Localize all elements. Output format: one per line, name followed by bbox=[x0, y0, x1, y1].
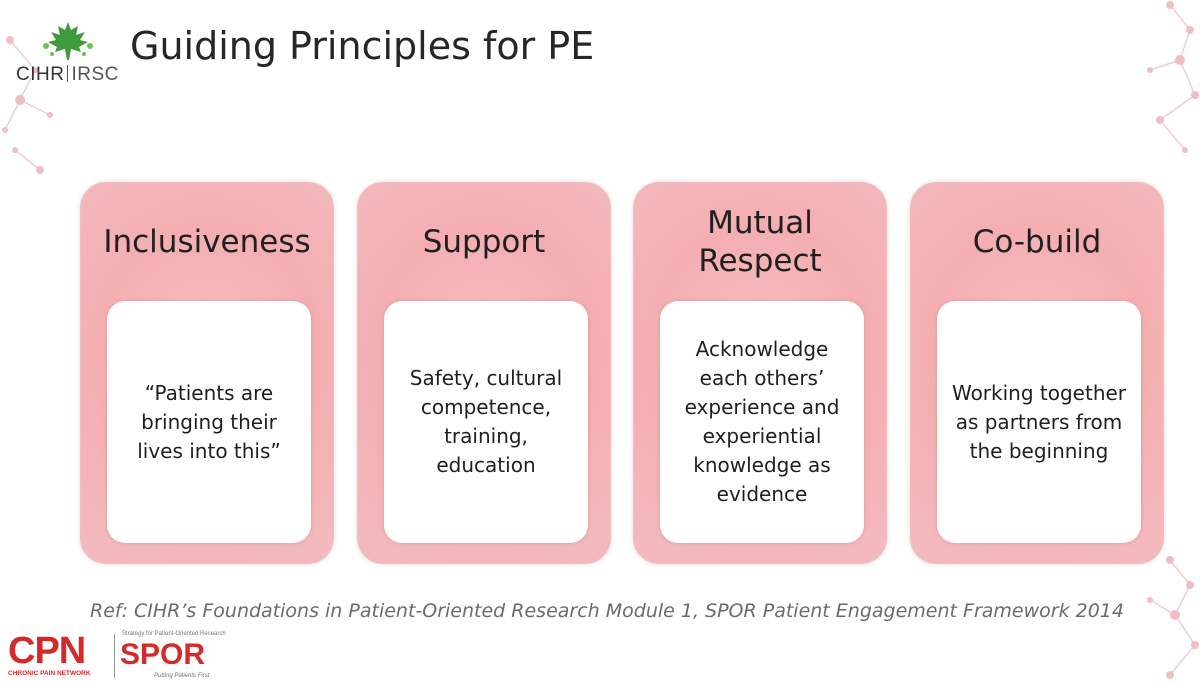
principle-description: Acknowledge each others’ experience and … bbox=[660, 301, 864, 543]
spor-tagline-bottom: Putting Patients First bbox=[154, 673, 210, 679]
principle-heading: Co-build bbox=[972, 224, 1102, 260]
cpn-spor-logo: CPN CHRONIC PAIN NETWORK Strategy for Pa… bbox=[4, 630, 234, 684]
reference-citation: Ref: CIHR’s Foundations in Patient-Orien… bbox=[90, 600, 1124, 622]
cihr-logo: CIHR IRSC bbox=[8, 20, 118, 85]
cpn-subtitle: CHRONIC PAIN NETWORK bbox=[8, 670, 91, 677]
principle-heading: Mutual Respect bbox=[698, 205, 822, 279]
molecule-pattern-left bbox=[2, 36, 53, 174]
logo-text-irsc: IRSC bbox=[71, 64, 119, 85]
molecule-pattern-right bbox=[1147, 1, 1199, 679]
principle-heading: Support bbox=[422, 224, 546, 260]
principle-description: “Patients are bringing their lives into … bbox=[107, 301, 311, 543]
cihr-logo-text: CIHR IRSC bbox=[16, 64, 119, 86]
principle-card-support: Support Safety, cultural competence, tra… bbox=[357, 182, 611, 564]
logo-text-cihr: CIHR bbox=[16, 64, 65, 85]
principle-heading: Inclusiveness bbox=[103, 224, 311, 260]
logo-divider bbox=[114, 634, 115, 678]
cpn-logo-text: CPN bbox=[8, 630, 86, 672]
principles-cards: Inclusiveness “Patients are bringing the… bbox=[80, 182, 1170, 564]
principle-description: Working together as partners from the be… bbox=[937, 301, 1141, 543]
principle-card-mutual-respect: Mutual Respect Acknowledge each others’ … bbox=[633, 182, 887, 564]
maple-leaf-icon bbox=[43, 22, 93, 60]
principle-card-inclusiveness: Inclusiveness “Patients are bringing the… bbox=[80, 182, 334, 564]
spor-logo-text: SPOR bbox=[120, 638, 206, 671]
spor-tagline-top: Strategy for Patient-Oriented Research bbox=[122, 631, 226, 637]
page-title: Guiding Principles for PE bbox=[130, 24, 595, 68]
principle-card-co-build: Co-build Working together as partners fr… bbox=[910, 182, 1164, 564]
principle-description: Safety, cultural competence, training, e… bbox=[384, 301, 588, 543]
